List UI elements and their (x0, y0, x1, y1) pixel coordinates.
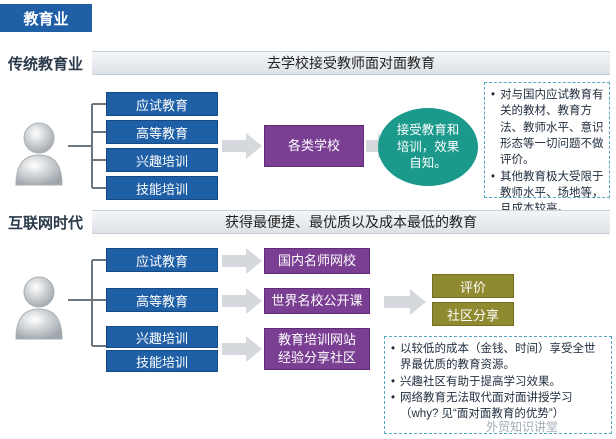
person-icon (14, 275, 64, 341)
internet-channel-skill: 技能培训 (106, 350, 218, 372)
traditional-bracket (68, 103, 106, 189)
internet-note-item: 网络教育无法取代面对面讲授学习（why? 见“面对面教育的优势”） (391, 390, 606, 423)
arrow-icon (222, 336, 262, 362)
header-tab: 教育业 (0, 4, 92, 32)
internet-platform-community: 教育培训网站经验分享社区 (264, 328, 370, 370)
internet-note-item: 以较低的成本（金钱、时间）享受全世界最优质的教育资源。 (391, 341, 606, 374)
traditional-channel-skill: 技能培训 (106, 176, 218, 200)
traditional-channel-exam: 应试教育 (106, 92, 218, 116)
internet-result-share: 社区分享 (432, 302, 514, 326)
internet-bracket (68, 259, 106, 347)
internet-platform-opencourse: 世界名校公开课 (264, 288, 370, 314)
arrow-icon (222, 288, 262, 314)
internet-headline: 获得最便捷、最优质以及成本最低的教育 (92, 210, 610, 234)
traditional-channel-interest: 兴趣培训 (106, 148, 218, 172)
internet-platform-netschool: 国内名师网校 (264, 248, 370, 274)
internet-channel-higher: 高等教育 (106, 288, 218, 312)
internet-notes: 以较低的成本（金钱、时间）享受全世界最优质的教育资源。 兴趣社区有助于提高学习效… (384, 336, 612, 434)
traditional-notes: 对与国内应试教育有关的教材、教育方法、教师水平、意识形态等一切问题不做评价。 其… (484, 82, 610, 215)
internet-section-label: 互联网时代 (8, 215, 84, 232)
traditional-note-item: 对与国内应试教育有关的教材、教育方法、教师水平、意识形态等一切问题不做评价。 (491, 87, 604, 169)
traditional-outcome-ellipse: 接受教育和培训，效果自知。 (378, 108, 478, 186)
internet-result-review: 评价 (432, 274, 514, 298)
traditional-section-label: 传统教育业 (8, 56, 84, 73)
person-icon (14, 121, 64, 187)
traditional-channel-higher: 高等教育 (106, 120, 218, 144)
watermark: 外贸知识讲堂 (486, 420, 559, 434)
internet-channel-interest: 兴趣培训 (106, 326, 218, 348)
internet-note-item: 兴趣社区有助于提高学习效果。 (391, 374, 606, 391)
traditional-school-box: 各类学校 (264, 125, 364, 167)
arrow-icon (384, 289, 426, 315)
arrow-icon (222, 133, 262, 159)
internet-channel-exam: 应试教育 (106, 248, 218, 272)
arrow-icon (222, 248, 262, 274)
traditional-headline: 去学校接受教师面对面教育 (92, 51, 610, 75)
